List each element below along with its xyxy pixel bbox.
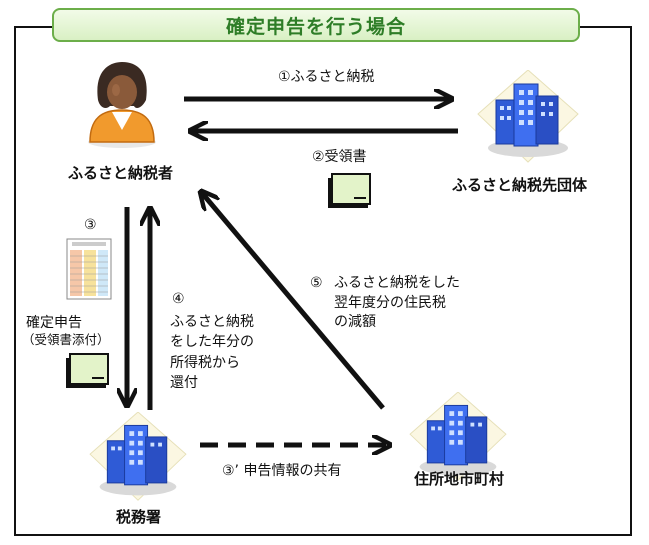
label-tax-return: 確定申告	[26, 315, 82, 331]
building-icon	[89, 412, 187, 501]
node-donee-municipality: ふるさと納税先団体	[452, 176, 588, 194]
label-step4-num: ④	[172, 291, 185, 307]
label-donation: ①ふるさと納税	[278, 69, 375, 85]
label-step5-num: ⑤	[310, 275, 323, 291]
receipt-icon	[66, 353, 109, 388]
node-residence-city: 住所地市町村	[414, 470, 505, 488]
receipt-icon	[328, 173, 371, 208]
tax-form-icon	[66, 238, 112, 300]
label-resident-tax-reduction: ふるさと納税をした 翌年度分の住民税 の減額	[334, 275, 460, 331]
label-info-sharing: ③’ 申告情報の共有	[222, 463, 342, 479]
building-icon	[477, 70, 579, 163]
person-icon	[88, 62, 156, 148]
label-step3-num: ③	[84, 217, 97, 233]
label-tax-return-sub: （受領書添付）	[22, 332, 110, 347]
node-taxpayer: ふるさと納税者	[68, 164, 174, 182]
diagram-title: 確定申告を行う場合	[52, 8, 580, 42]
node-tax-office: 税務署	[116, 508, 162, 526]
label-income-tax-refund: ふるさと納税 をした年分の 所得税から 還付	[170, 314, 254, 391]
building-icon	[409, 392, 507, 481]
label-receipt: ②受領書	[312, 149, 367, 165]
arrow-resident-tax-reduction	[202, 193, 385, 410]
